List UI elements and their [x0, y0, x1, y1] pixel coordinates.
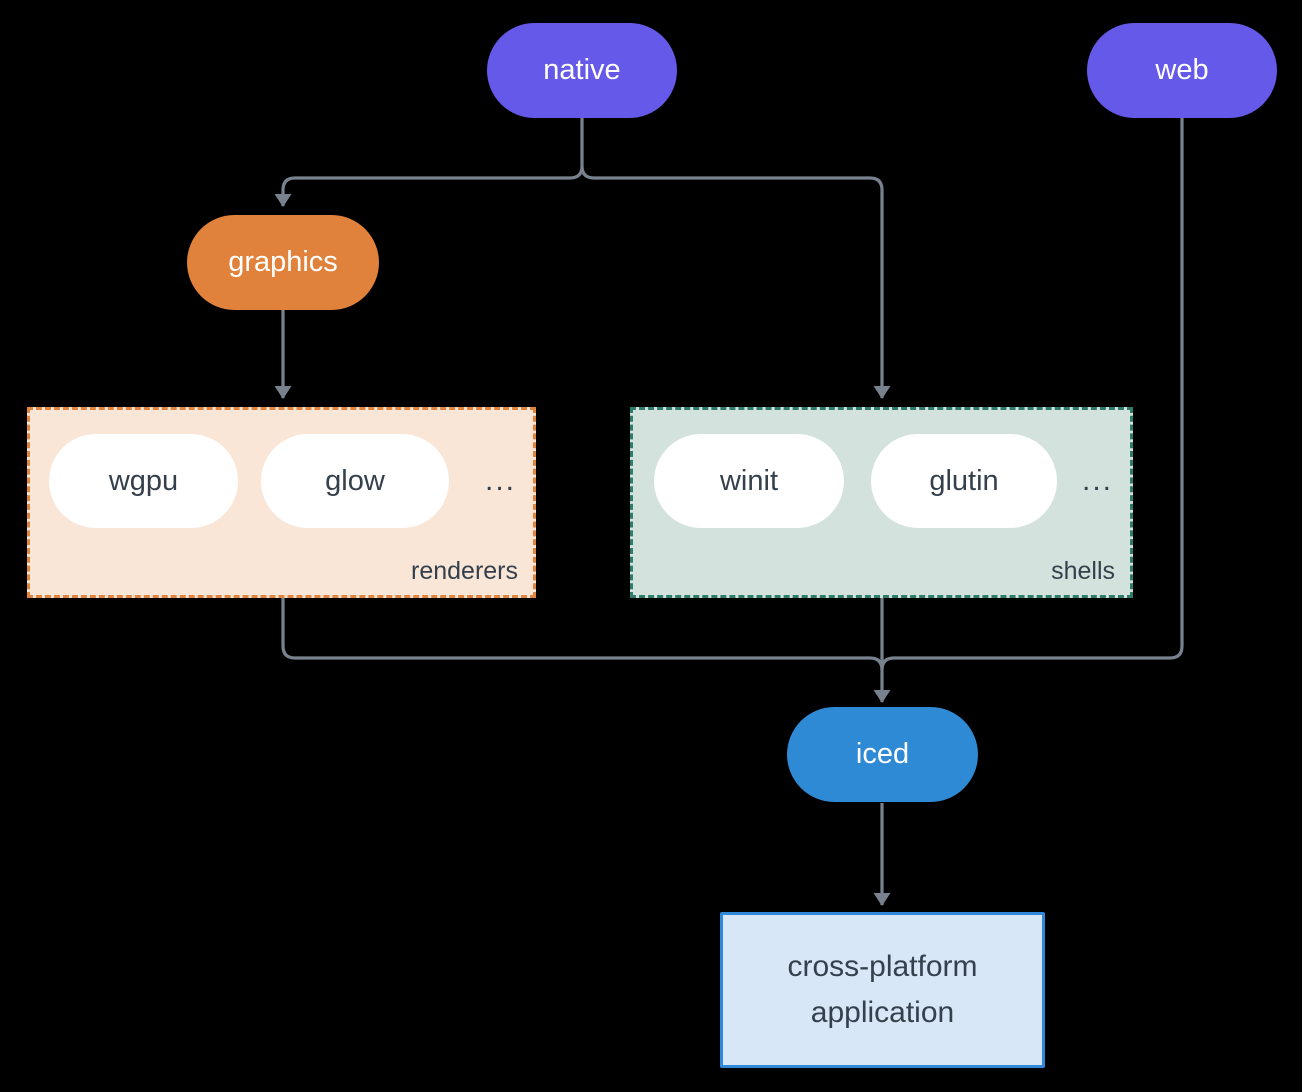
group-renderers: wgpu glow ... renderers [27, 407, 536, 598]
group-shells: winit glutin ... shells [630, 407, 1133, 598]
node-iced-label: iced [855, 738, 910, 770]
node-graphics-label: graphics [228, 246, 338, 278]
app-label-line1: cross-platform [787, 950, 978, 983]
node-native-label: native [543, 54, 621, 86]
pill-winit-label: winit [719, 464, 778, 497]
pill-wgpu-label: wgpu [108, 464, 179, 497]
pill-glutin: glutin [871, 434, 1057, 528]
shells-group-label: shells [1051, 557, 1115, 585]
pill-glow-label: glow [325, 464, 385, 497]
node-web: web [1087, 23, 1277, 118]
node-iced: iced [787, 707, 978, 802]
pill-glow: glow [261, 434, 449, 528]
shells-ellipsis: ... [1081, 464, 1113, 497]
app-label-line2: application [810, 996, 955, 1029]
renderers-group-label: renderers [411, 557, 518, 585]
pill-wgpu: wgpu [49, 434, 238, 528]
renderers-ellipsis: ... [484, 464, 516, 497]
node-native: native [487, 23, 677, 118]
connector-renderers-to-iced [281, 598, 884, 671]
connector-native-to-shells [580, 165, 891, 399]
node-graphics: graphics [187, 215, 379, 310]
node-cross-platform-application: cross-platform application [720, 912, 1045, 1068]
pill-glutin-label: glutin [929, 464, 999, 497]
pill-winit: winit [654, 434, 844, 528]
connector-native-to-graphics [274, 118, 584, 207]
node-web-label: web [1155, 54, 1209, 86]
